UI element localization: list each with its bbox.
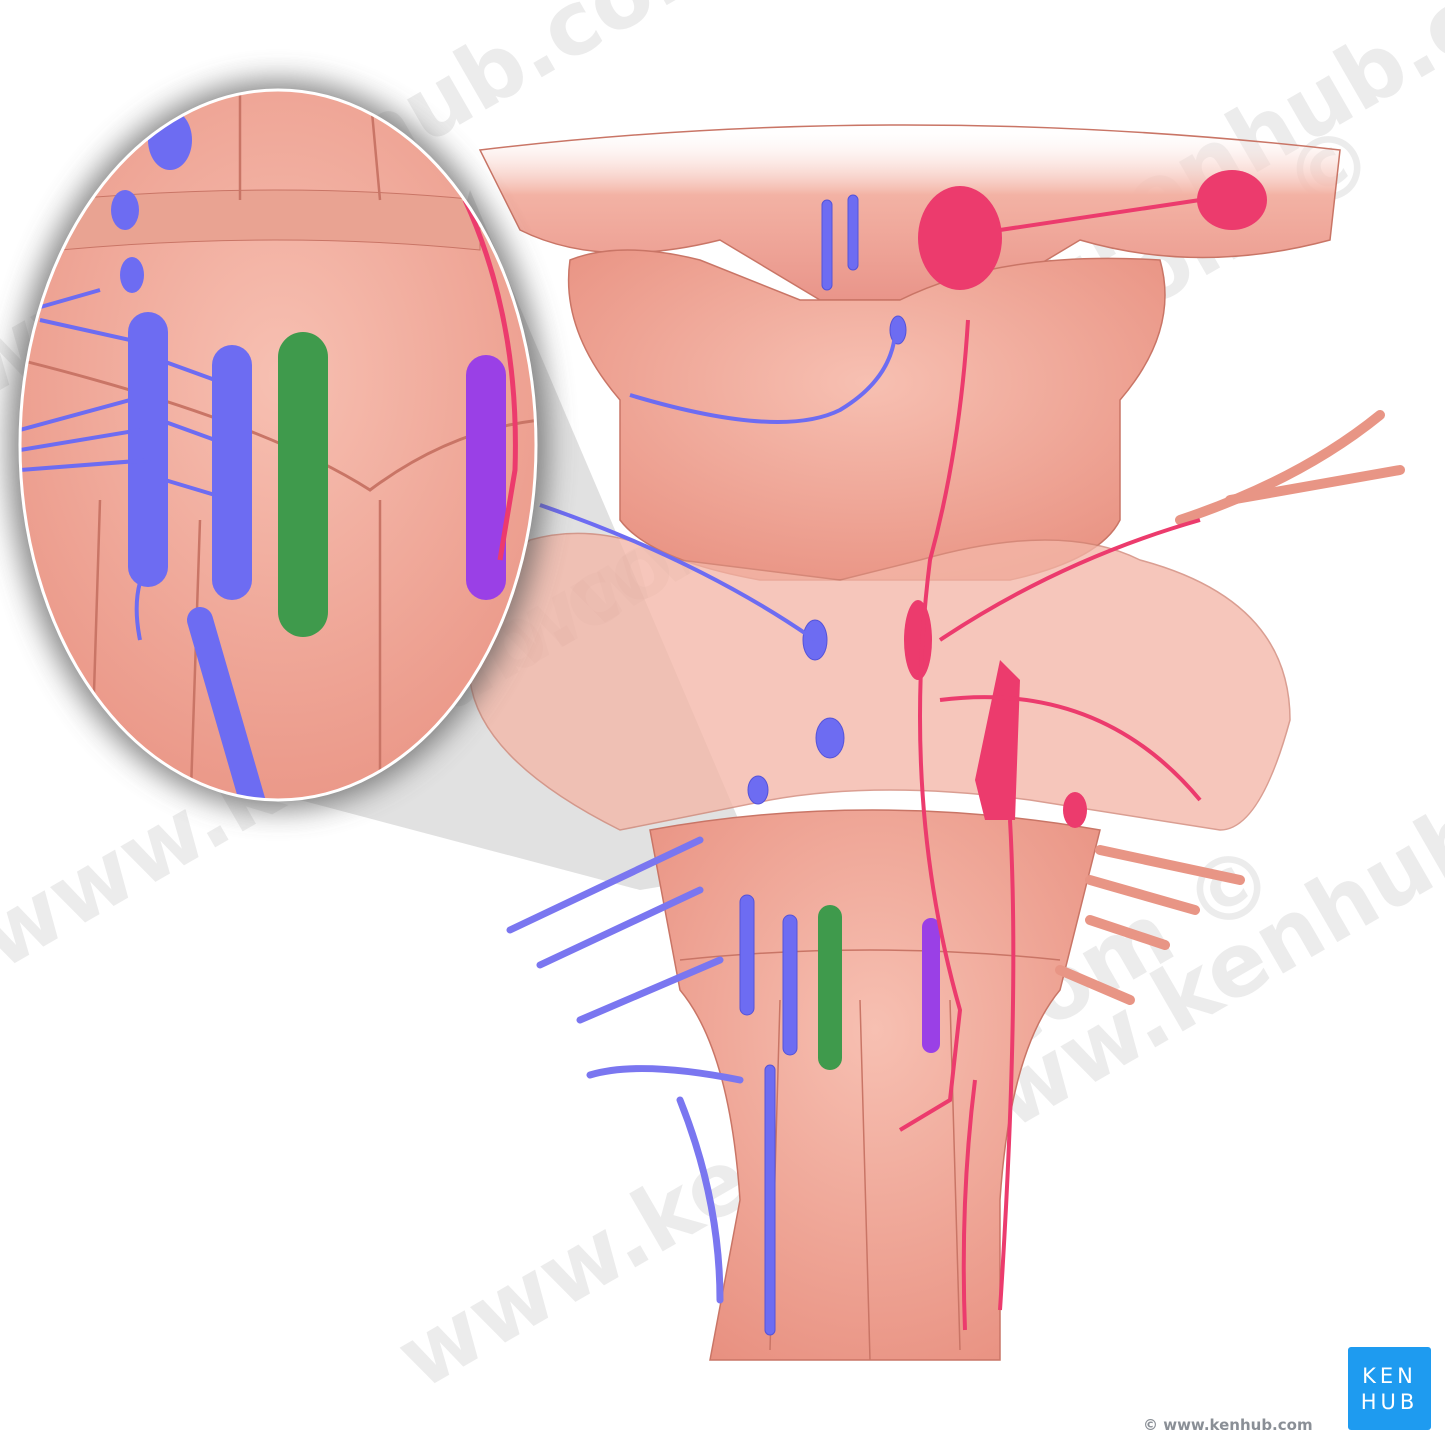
inset-green-nucleus [278, 332, 328, 637]
pons [567, 249, 1166, 581]
magnified-inset [20, 90, 536, 800]
sensory-tracts [898, 198, 1202, 1331]
logo-line2: HUB [1360, 1390, 1419, 1414]
kenhub-logo: KEN HUB [1348, 1347, 1431, 1430]
medulla [649, 809, 1101, 1361]
copyright-text: © www.kenhub.com [1143, 1416, 1313, 1434]
cranial-nerves-left [506, 836, 744, 1304]
cerebellum [469, 532, 1291, 831]
purple-nucleus [922, 918, 940, 1053]
green-nucleus [818, 905, 842, 1070]
inset-purple-nucleus [466, 355, 506, 600]
logo-line1: KEN [1362, 1364, 1417, 1388]
cranial-nerves-right [1055, 410, 1405, 1005]
motor-nuclei [739, 194, 907, 1336]
